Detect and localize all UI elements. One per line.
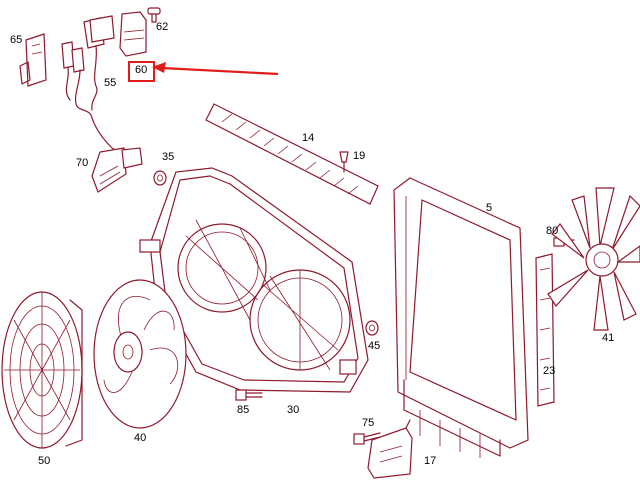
part-62-screw bbox=[147, 7, 161, 23]
part-75-bolt bbox=[353, 432, 381, 445]
callout-60: 60 bbox=[135, 64, 148, 76]
part-85-bolt bbox=[235, 389, 263, 401]
part-23-side-rail bbox=[535, 253, 555, 407]
callout-70: 70 bbox=[76, 157, 89, 169]
callout-40: 40 bbox=[134, 432, 147, 444]
callout-19: 19 bbox=[353, 150, 366, 162]
callout-30: 30 bbox=[287, 404, 300, 416]
part-35-grommet bbox=[153, 170, 167, 186]
part-14-air-guide bbox=[205, 103, 379, 205]
callout-62: 62 bbox=[156, 21, 169, 33]
callout-75: 75 bbox=[362, 417, 375, 429]
callout-5: 5 bbox=[486, 202, 493, 214]
part-45-washer bbox=[365, 320, 379, 336]
callout-45: 45 bbox=[368, 340, 381, 352]
callout-85: 85 bbox=[237, 404, 250, 416]
part-55-wiring-harness bbox=[61, 15, 123, 155]
part-65-bracket bbox=[19, 33, 47, 87]
callout-80: 80 bbox=[546, 225, 559, 237]
callout-55: 55 bbox=[104, 77, 117, 89]
red-arrow-pointing-left bbox=[152, 62, 279, 76]
callout-14: 14 bbox=[302, 132, 315, 144]
part-41-fan-wheel bbox=[547, 187, 640, 331]
part-19-clip bbox=[339, 151, 349, 173]
callout-41: 41 bbox=[602, 332, 615, 344]
callout-35: 35 bbox=[162, 151, 175, 163]
callout-65: 65 bbox=[10, 34, 23, 46]
part-70-connector-block bbox=[91, 147, 143, 193]
part-40-fan-motor bbox=[93, 279, 187, 429]
callout-23: 23 bbox=[543, 365, 556, 377]
part-60-relay bbox=[119, 11, 147, 57]
part-50-fan-guard bbox=[1, 291, 83, 449]
part-30-fan-shroud bbox=[139, 167, 369, 393]
part-17-bracket-plate bbox=[367, 419, 413, 479]
callout-60-highlight-box bbox=[128, 61, 155, 82]
callout-17: 17 bbox=[424, 455, 437, 467]
callout-50: 50 bbox=[38, 455, 51, 467]
part-5-radiator-shroud bbox=[393, 177, 529, 458]
